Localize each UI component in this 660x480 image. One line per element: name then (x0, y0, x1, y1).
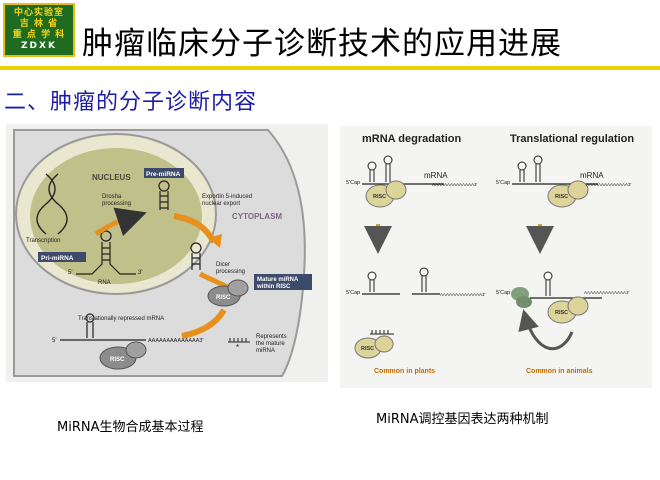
lab-logo: 中心实验室 吉 林 省 重 点 学 科 ZDXK (3, 3, 75, 57)
mrna-label-1: mRNA (424, 171, 448, 180)
drosha-arrow (94, 207, 147, 237)
pri-mirna-label: Pri-miRNA (41, 255, 74, 262)
pre-mirna-label: Pre-miRNA (146, 171, 181, 178)
degradation-top-complex: 5'Cap RISC mRNA AAAAAAAAAAAAAA3' (346, 155, 478, 208)
common-plants-label: Common in plants (374, 368, 435, 375)
mrna-label-2: mRNA (580, 171, 604, 180)
blocked-translation-complex: 5'Cap AAAAAAAAAAAAAA3' RISC (496, 271, 630, 351)
repressed-mrna-strand-icon (60, 313, 146, 341)
svg-text:AAAAAAAAAAAAAA3': AAAAAAAAAAAAAA3' (586, 182, 632, 187)
nucleus-label: NUCLEUS (92, 173, 131, 182)
risc-complex-icon: RISC (207, 279, 249, 307)
rna-label: RNA (98, 280, 111, 286)
svg-text:RISC: RISC (555, 194, 568, 200)
risc-label: RISC (216, 295, 231, 301)
svg-text:RISC: RISC (361, 346, 374, 352)
pri-mirna-box (38, 252, 86, 262)
repression-arrow (181, 308, 227, 339)
logo-line-4: ZDXK (21, 41, 57, 51)
translation-top-complex: 5'Cap RISC mRNA AAAAAAAAAAAAAA3' (496, 155, 632, 208)
logo-line-1: 中心实验室 (13, 8, 64, 18)
svg-text:5'Cap: 5'Cap (346, 180, 360, 186)
svg-text:5'Cap: 5'Cap (496, 180, 510, 186)
svg-text:AAAAAAAAAAAAAA3': AAAAAAAAAAAAAA3' (432, 182, 478, 187)
transcription-label: Transcription (26, 238, 60, 244)
cytoplasmic-pre-mirna-icon (190, 242, 202, 270)
dna-helix-icon (36, 173, 68, 235)
panel-translation-title: Translational regulation (510, 133, 634, 145)
risc-label-2: RISC (110, 357, 125, 363)
common-animals-label: Common in animals (526, 368, 593, 375)
logo-line-3: 重 点 学 科 (12, 30, 66, 40)
panel-degradation-title: mRNA degradation (362, 133, 461, 145)
svg-text:5'Cap: 5'Cap (496, 290, 510, 296)
export-arrowhead (208, 234, 222, 248)
repressed-mrna-label: Translationally repressed mRNA (78, 316, 164, 322)
three-prime-label: 3' (138, 270, 142, 276)
logo-line-2: 吉 林 省 (19, 19, 59, 29)
poly-a-tail-left: AAAAAAAAAAAAAA3' (148, 338, 203, 344)
mirna-biogenesis-figure: NUCLEUS CYTOPLASM Transcription Pri-miRN… (6, 124, 328, 382)
right-figure-caption: MiRNA调控基因表达两种机制 (376, 412, 549, 427)
title-divider (0, 66, 660, 70)
svg-text:AAAAAAAAAAAAAA3': AAAAAAAAAAAAAA3' (440, 292, 486, 297)
mirna-mechanisms-figure: mRNA degradation Translational regulatio… (340, 126, 652, 388)
section-heading: 二、肿瘤的分子诊断内容 (4, 90, 258, 115)
pri-mirna-hairpin-icon (76, 230, 136, 275)
cytoplasm-label: CYTOPLASM (232, 212, 282, 221)
slide-title: 肿瘤临床分子诊断技术的应用进展 (82, 26, 562, 62)
left-figure-caption: MiRNA生物合成基本过程 (57, 420, 204, 435)
svg-text:5'Cap: 5'Cap (346, 290, 360, 296)
svg-text:RISC: RISC (555, 310, 568, 316)
risc-on-mrna-icon: RISC (99, 341, 147, 370)
mature-mirna-box (254, 274, 312, 290)
five-prime-label: 5' (68, 270, 72, 276)
legend-star: * (236, 343, 239, 352)
repressed-five-prime: 5' (52, 338, 56, 344)
cleaved-mrna-fragments: 5'Cap AAAAAAAAAAAAAA3' RISC (346, 267, 486, 359)
svg-text:AAAAAAAAAAAAAA3': AAAAAAAAAAAAAA3' (584, 290, 630, 295)
pre-mirna-box (144, 168, 184, 178)
svg-text:RISC: RISC (373, 194, 386, 200)
pre-mirna-hairpin-icon (158, 180, 170, 210)
